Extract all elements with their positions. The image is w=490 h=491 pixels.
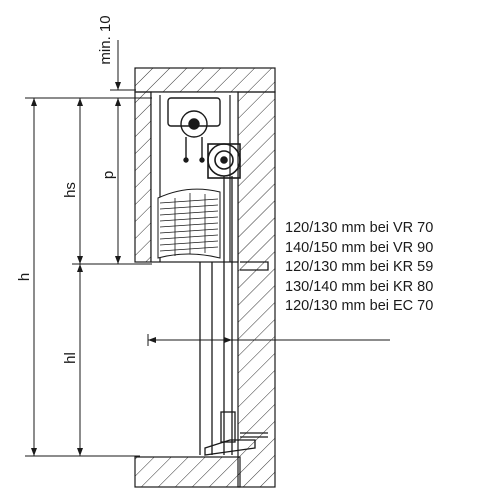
arrowheads (31, 82, 232, 456)
wall-left-upper (134, 91, 152, 263)
spec-item-kr59: 120/130 mm bei KR 59 (285, 259, 434, 275)
min-gap-label: min. 10 (97, 15, 114, 64)
rolled-slats (157, 188, 221, 259)
window-sill-detail (204, 261, 269, 456)
box-height-label: hs (62, 182, 79, 198)
sill-bottom-wall (134, 456, 241, 488)
lintel-top-wall (134, 67, 276, 93)
guide-rails (199, 176, 233, 455)
wall-right-column (237, 91, 276, 488)
wall-section (134, 67, 276, 488)
total-height-label: h (16, 273, 33, 281)
spec-item-kr80: 130/140 mm bei KR 80 (285, 278, 434, 295)
dimension-lines (25, 40, 390, 457)
depth-label: p (100, 171, 117, 179)
spec-item-vr90: 140/150 mm bei VR 90 (285, 239, 434, 256)
motor-unit (167, 97, 221, 163)
clear-height-label: hl (62, 352, 79, 364)
spec-item-ec70: 120/130 mm bei EC 70 (285, 298, 434, 314)
spec-item-vr70: 120/130 mm bei VR 70 (285, 220, 434, 236)
spec-list: 120/130 mm bei VR 70 140/150 mm bei VR 9… (285, 219, 433, 317)
